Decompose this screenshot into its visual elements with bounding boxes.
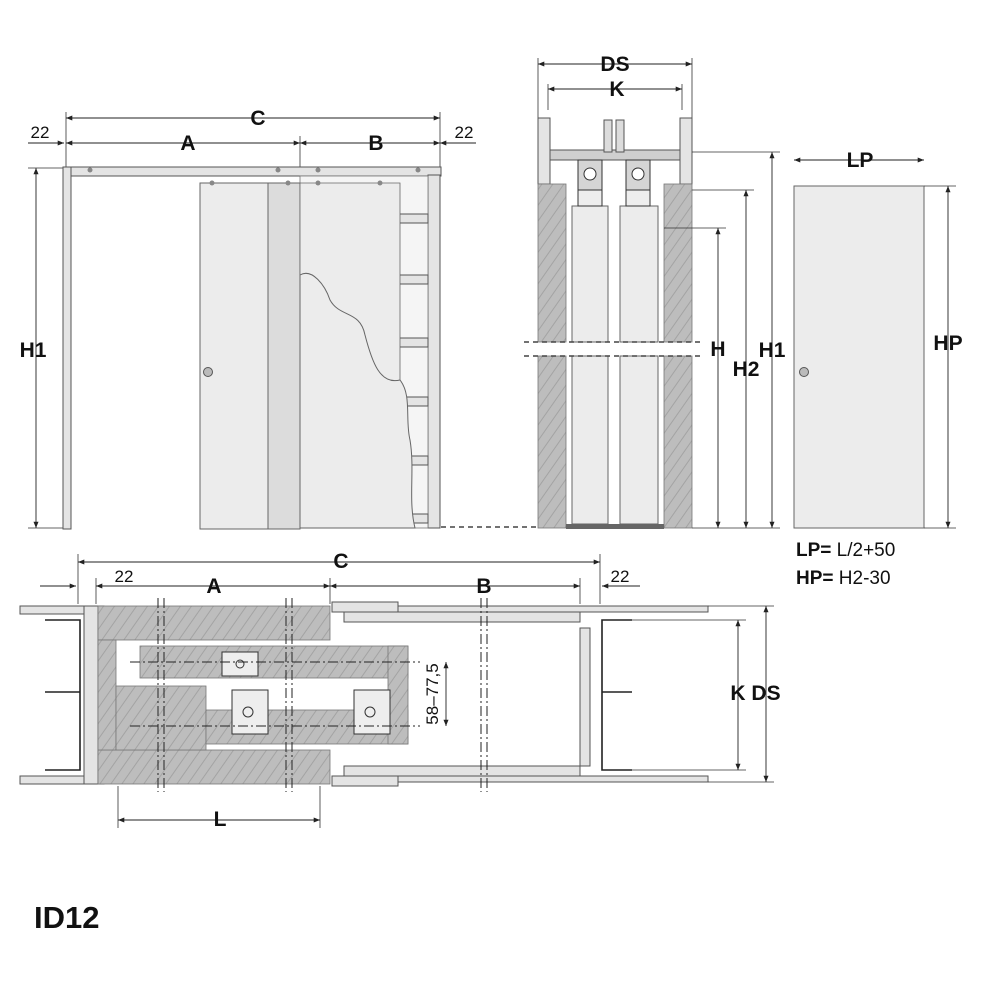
plan-fittings: [221, 651, 391, 735]
formula-hp: HP= H2-30: [796, 568, 891, 589]
label-22-right: 22: [455, 123, 474, 142]
label-a: A: [180, 132, 195, 155]
plan-track-top: [343, 611, 581, 623]
sliding-door-leaf: [199, 182, 269, 530]
header-left: [537, 117, 551, 185]
door-panel-pull-icon: [799, 367, 809, 377]
cassette-rear-post: [427, 174, 441, 529]
plan-wall-top: [97, 605, 331, 641]
label-b: B: [368, 132, 383, 155]
cutaway-edge: [299, 272, 416, 529]
label-offset: 58–77,5: [423, 663, 442, 724]
door-leaf-2-lower: [619, 355, 659, 525]
label-c: C: [250, 107, 265, 130]
formula-lp: LP= L/2+50: [796, 540, 895, 561]
formula-hp-value: H2-30: [834, 568, 891, 589]
door-panel: [793, 185, 925, 529]
wall-right-lower: [663, 355, 693, 529]
plan-label-ds: DS: [751, 682, 780, 705]
label-l: L: [214, 808, 227, 831]
label-h1-section: H1: [759, 339, 786, 362]
label-h1: H1: [20, 339, 47, 362]
label-lp: LP: [847, 149, 874, 172]
front-elevation: C A B 22 22 H1: [20, 107, 538, 530]
plan-label-a: A: [206, 575, 221, 598]
track-profile: [549, 149, 681, 161]
header-right: [679, 117, 693, 185]
wall-right-upper: [663, 183, 693, 343]
label-k: K: [609, 78, 624, 101]
label-ds: DS: [600, 53, 629, 76]
plan-wall-bottom: [97, 749, 331, 785]
formula-lp-key: LP=: [796, 540, 831, 561]
plan-core-block: [115, 685, 207, 751]
plan-label-k: K: [730, 682, 745, 705]
plan-label-c: C: [333, 550, 348, 573]
label-h2: H2: [733, 358, 760, 381]
formula-hp-key: HP=: [796, 568, 834, 589]
door-leaf-2-upper: [619, 205, 659, 343]
label-22-left: 22: [31, 123, 50, 142]
vertical-section: DS K: [524, 53, 786, 529]
left-jamb: [62, 166, 72, 530]
label-hp: HP: [933, 332, 962, 355]
formula-lp-value: L/2+50: [831, 540, 895, 561]
diagram-code: ID12: [34, 900, 99, 935]
plan-view: C A B 22 22: [19, 550, 781, 831]
top-rail: [62, 166, 442, 177]
plan-label-b: B: [476, 575, 491, 598]
door-leaf-1-upper: [571, 205, 609, 343]
wall-left-upper: [537, 183, 567, 343]
floor-guide: [566, 524, 664, 529]
roller-trolleys: [577, 159, 651, 207]
door-panel-view: LP HP LP= L/2+50 HP= H2-30: [793, 149, 963, 589]
door-leaf-1-lower: [571, 355, 609, 525]
plan-left-stud: [45, 619, 81, 771]
wall-left-lower: [537, 355, 567, 529]
rail-screws: [87, 167, 421, 186]
plan-label-22-right: 22: [611, 567, 630, 586]
plan-track-bottom: [343, 765, 581, 777]
plan-label-22-left: 22: [115, 567, 134, 586]
plan-right-stud: [601, 619, 632, 771]
door-pull-icon: [203, 367, 213, 377]
door-edge: [267, 182, 301, 530]
label-h: H: [710, 338, 725, 361]
